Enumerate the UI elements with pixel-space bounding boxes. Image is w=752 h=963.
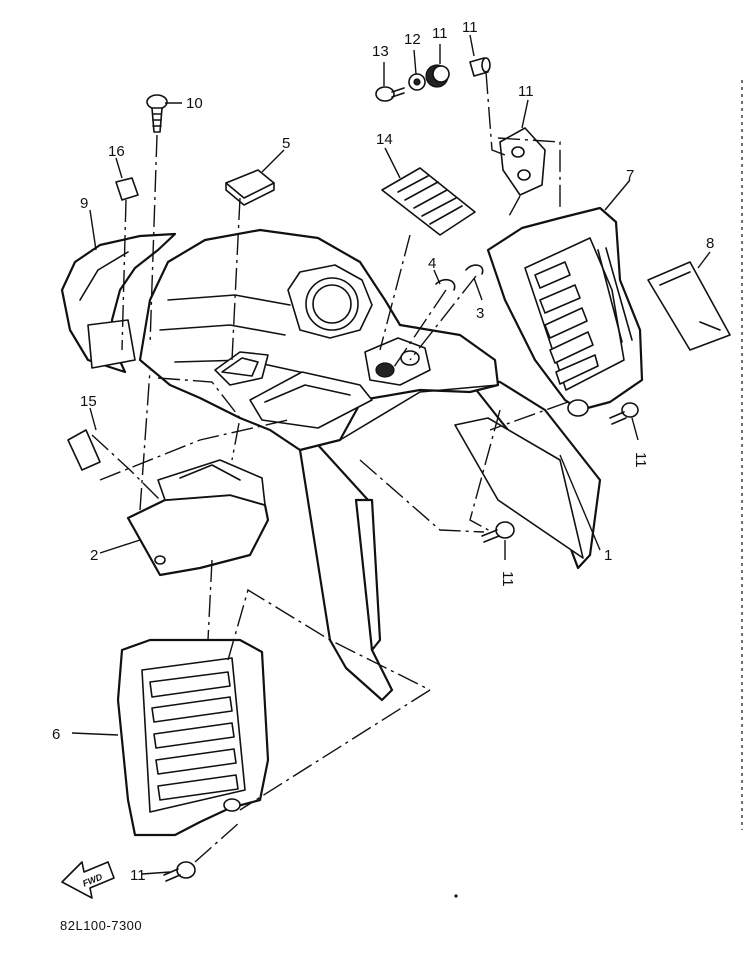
part-9-rear-fender [60,232,177,374]
part-13-screw [375,86,405,102]
callout-3: 3 [476,305,484,322]
part-18-tab [67,429,101,471]
part-16-collar [469,57,491,77]
callout-11-lower: 11 [130,867,146,884]
callout-17: 14 [376,131,393,148]
part-8-panel [647,261,731,351]
callout-7: 7 [626,167,634,184]
callout-14: 12 [404,31,421,48]
assembly-lines [91,71,569,863]
part-11-bolt-b [481,521,515,543]
callout-16: 11 [462,19,478,36]
part-12-bracket [499,127,546,196]
part-7-right-side-cover [486,206,644,417]
callout-10: 10 [186,95,203,112]
callout-8: 8 [706,235,714,252]
leader-lines [71,34,711,875]
callout-2: 2 [90,547,98,564]
part-11-bolt-c [163,861,196,882]
reference-code: 82L100-7300 [60,918,142,933]
part-3-clip [465,264,484,275]
callout-11-right: 11 [632,452,649,468]
callout-5: 5 [282,135,290,152]
callout-11-center: 11 [499,571,516,587]
part-4-clip [435,278,456,291]
callout-13: 13 [372,43,389,60]
part-10-bolt [146,94,168,133]
callout-19: 16 [108,143,125,160]
part-19-clip [115,177,139,201]
part-5-pad [225,169,275,206]
callout-6: 6 [52,726,60,743]
part-6-left-side-cover [116,638,270,837]
part-15-grommet [425,64,450,88]
callout-4: 4 [428,255,436,272]
part-2-lower-tray [126,459,270,577]
callout-18: 15 [80,393,97,410]
fwd-direction-arrow: FWD [61,861,115,899]
scan-dot [454,894,458,898]
callout-12: 11 [518,83,534,100]
part-14-washer [408,73,426,91]
fastener-stack [375,57,491,102]
callout-labels: 10 16 9 5 14 13 12 11 11 11 7 8 4 3 15 2… [52,19,714,884]
callout-15: 11 [432,25,448,42]
part-1-main-cowling [138,228,602,702]
part-17-decal [381,167,476,236]
part-11-bolt-a [609,402,639,425]
callout-9: 9 [80,195,88,212]
callout-1: 1 [604,547,612,564]
